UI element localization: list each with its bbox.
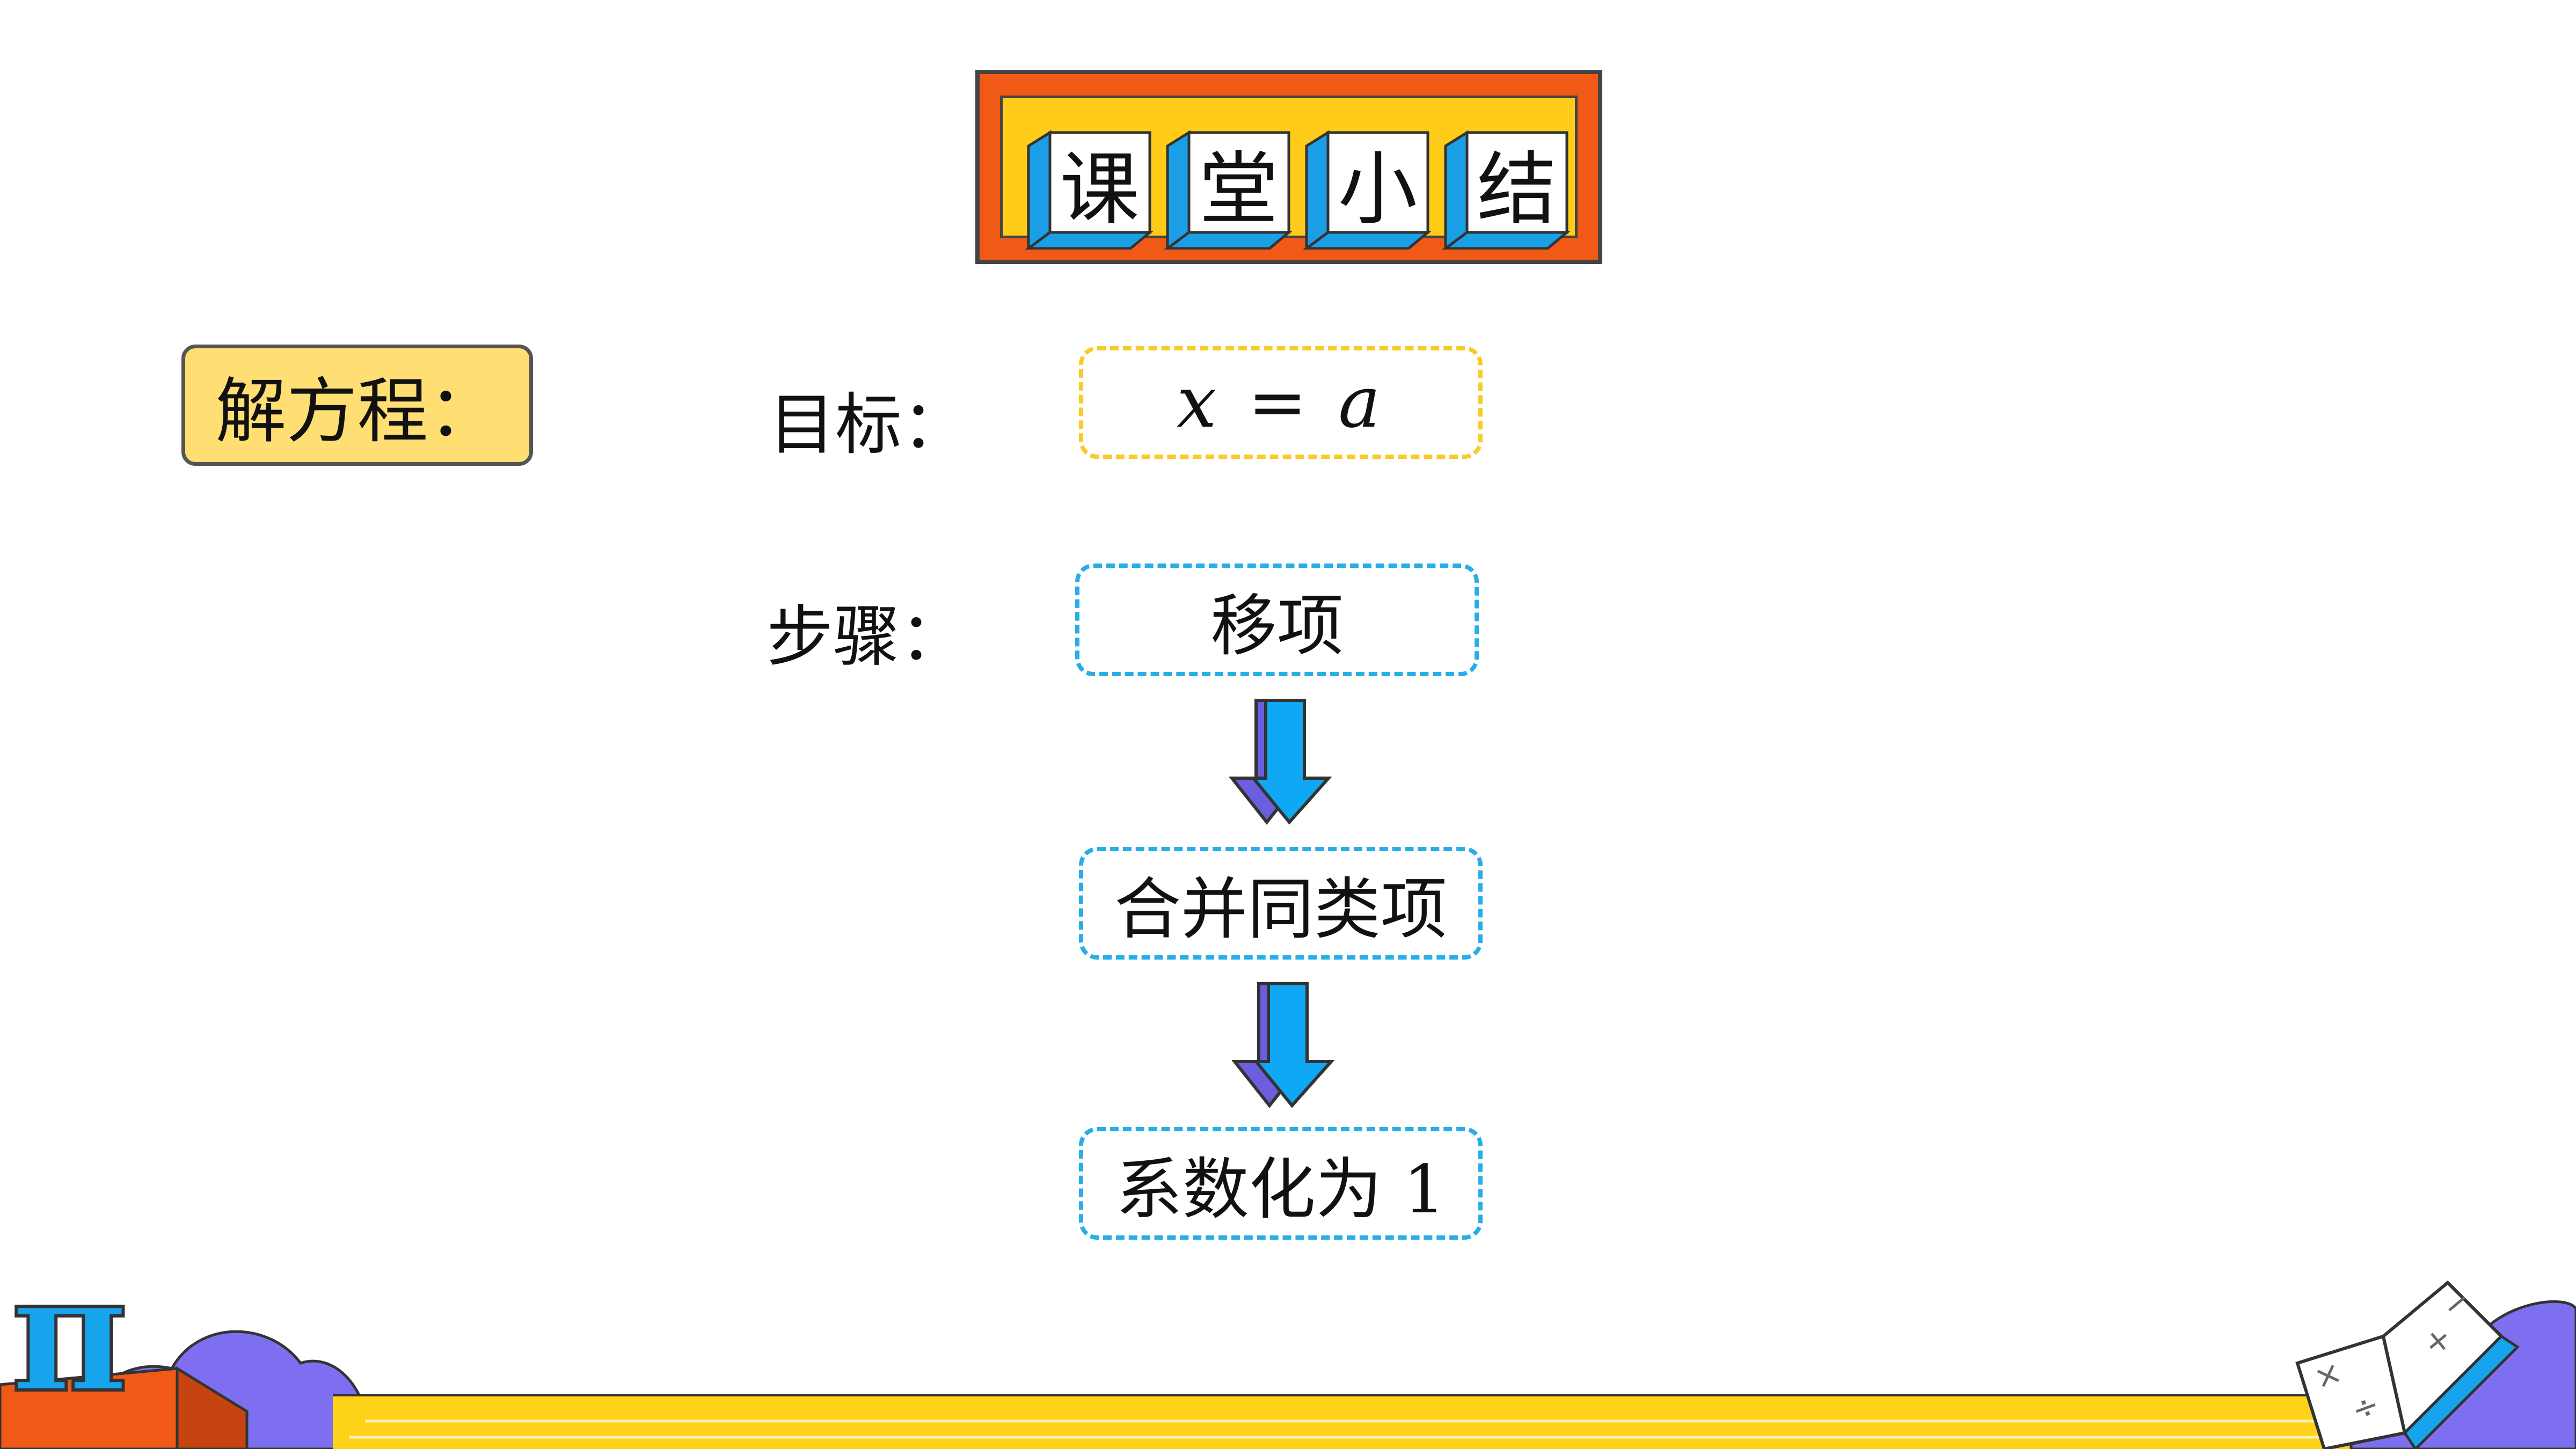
pi-decoration-icon: π xyxy=(0,1261,372,1449)
title-tile-2: 堂 xyxy=(1162,122,1294,250)
down-arrow-icon xyxy=(1229,699,1332,825)
solve-equation-label: 解方程： xyxy=(181,345,533,466)
step-box-1: 移项 xyxy=(1075,564,1479,676)
pi-symbol: π xyxy=(11,1261,129,1428)
bottom-band-stripes xyxy=(333,1394,2367,1439)
title-tile-3: 小 xyxy=(1301,122,1433,250)
title-banner: 课 堂 小 结 xyxy=(975,70,1602,264)
goal-label: 目标： xyxy=(769,386,969,464)
title-tile-4: 结 xyxy=(1440,122,1572,250)
down-arrow-icon xyxy=(1232,982,1335,1108)
title-char: 堂 xyxy=(1199,143,1279,236)
step-box-3: 系数化为 1 xyxy=(1079,1127,1483,1240)
title-tile-1: 课 xyxy=(1023,122,1155,250)
title-char: 课 xyxy=(1060,143,1140,236)
steps-label: 步骤： xyxy=(767,598,967,676)
step-text: 系数化为 1 xyxy=(1115,1151,1446,1228)
title-banner-inner: 课 堂 小 结 xyxy=(1000,96,1578,250)
math-book-icon: × ÷ + − xyxy=(2295,1280,2576,1449)
step-box-2: 合并同类项 xyxy=(1079,847,1483,960)
title-char: 小 xyxy=(1338,143,1418,236)
goal-formula: x = a xyxy=(1177,361,1385,444)
goal-box: x = a xyxy=(1079,346,1483,459)
title-char: 结 xyxy=(1477,143,1557,236)
step-text: 移项 xyxy=(1210,588,1344,665)
step-text: 合并同类项 xyxy=(1114,871,1447,948)
